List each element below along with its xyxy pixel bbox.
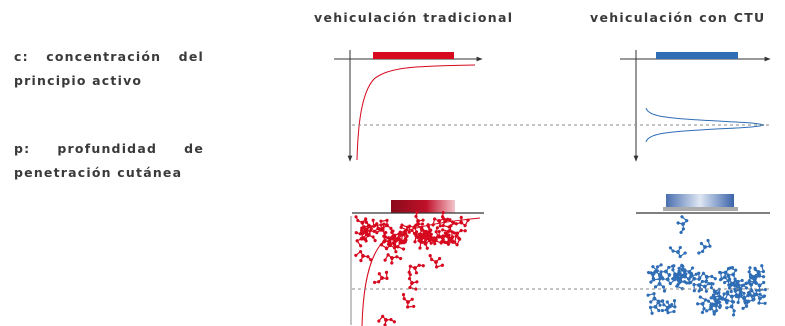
legend-concentration: c: concentración del principio activo bbox=[14, 49, 204, 88]
molecule-icon bbox=[750, 264, 766, 280]
molecule-icon bbox=[716, 290, 730, 308]
molecules-ctu bbox=[646, 215, 768, 317]
molecule-icon bbox=[733, 287, 747, 303]
molecule-icon bbox=[442, 235, 462, 247]
molecule-icon bbox=[753, 276, 768, 292]
molecule-icon bbox=[697, 238, 712, 255]
title-ctu: vehiculación con CTU bbox=[590, 10, 766, 25]
vehicle-block-ctu bbox=[666, 194, 734, 207]
molecule-icon bbox=[410, 228, 429, 241]
molecule-icon bbox=[379, 218, 394, 234]
molecule-icon bbox=[382, 238, 398, 254]
molecule-icon bbox=[675, 267, 688, 286]
molecule-icon bbox=[651, 277, 667, 293]
vehicle-base-ctu bbox=[663, 207, 738, 211]
molecule-icon bbox=[428, 254, 445, 269]
molecule-icon bbox=[450, 215, 470, 228]
molecule-icon bbox=[646, 292, 662, 307]
molecule-icon bbox=[676, 215, 689, 234]
title-traditional: vehiculación tradicional bbox=[314, 10, 514, 25]
molecule-icon bbox=[407, 272, 419, 291]
molecule-icon bbox=[373, 270, 389, 285]
molecule-icon bbox=[718, 265, 735, 281]
molecule-icon bbox=[407, 222, 425, 234]
concentration-curve-traditional bbox=[356, 64, 476, 161]
molecule-icon bbox=[725, 298, 736, 317]
molecule-icon bbox=[354, 215, 371, 230]
molecule-icon bbox=[401, 293, 416, 309]
vehicle-bar-ctu bbox=[656, 52, 738, 59]
skin-traditional bbox=[350, 200, 484, 326]
legend-depth: p: profundidad de penetración cutánea bbox=[14, 141, 204, 180]
molecule-icon bbox=[392, 232, 408, 247]
molecule-icon bbox=[668, 245, 687, 259]
concentration-curve-ctu bbox=[645, 107, 765, 143]
molecule-icon bbox=[373, 223, 388, 239]
molecule-icon bbox=[685, 271, 701, 285]
molecule-icon bbox=[354, 250, 373, 263]
molecules-traditional bbox=[354, 210, 470, 326]
molecule-icon bbox=[661, 299, 676, 315]
molecule-icon bbox=[407, 263, 425, 275]
molecule-icon bbox=[649, 263, 663, 281]
skin-ctu bbox=[636, 194, 770, 317]
molecule-icon bbox=[692, 279, 709, 293]
vehicle-bar-traditional bbox=[373, 52, 454, 59]
vehicle-block-traditional bbox=[391, 200, 455, 213]
graph-ctu bbox=[620, 50, 771, 162]
molecule-icon bbox=[383, 253, 403, 265]
graph-traditional bbox=[334, 50, 483, 162]
molecule-icon bbox=[377, 314, 396, 326]
molecule-icon bbox=[696, 295, 708, 315]
molecule-icon bbox=[746, 289, 765, 302]
